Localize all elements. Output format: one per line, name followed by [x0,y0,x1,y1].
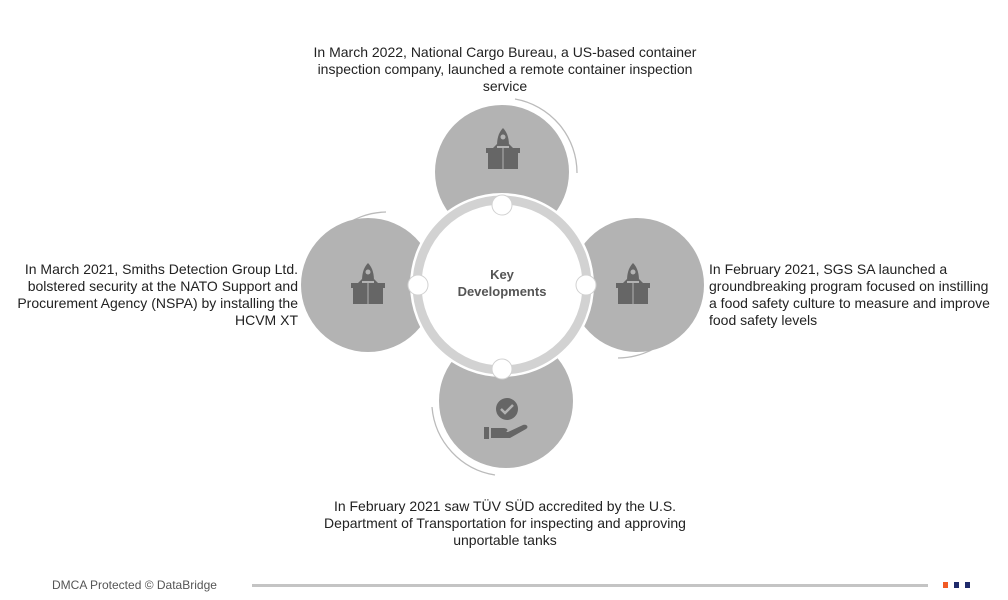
development-bottom: In February 2021 saw TÜV SÜD accredited … [324,498,686,548]
node-bottom [491,358,513,380]
brand-square-orange [943,582,948,588]
hand-check-icon [484,398,528,439]
node-left [407,274,429,296]
development-right: In February 2021, SGS SA launched a grou… [709,261,990,328]
node-top [491,194,513,216]
footer-divider [252,584,928,587]
footer-copyright: DMCA Protected © DataBridge [52,578,217,592]
development-left: In March 2021, Smiths Detection Group Lt… [17,261,298,328]
arc-bottom [431,406,496,476]
brand-square-navy [965,582,970,588]
arc-top [514,98,578,174]
node-right [575,274,597,296]
brand-square-navy [954,582,959,588]
development-top: In March 2022, National Cargo Bureau, a … [313,44,697,94]
